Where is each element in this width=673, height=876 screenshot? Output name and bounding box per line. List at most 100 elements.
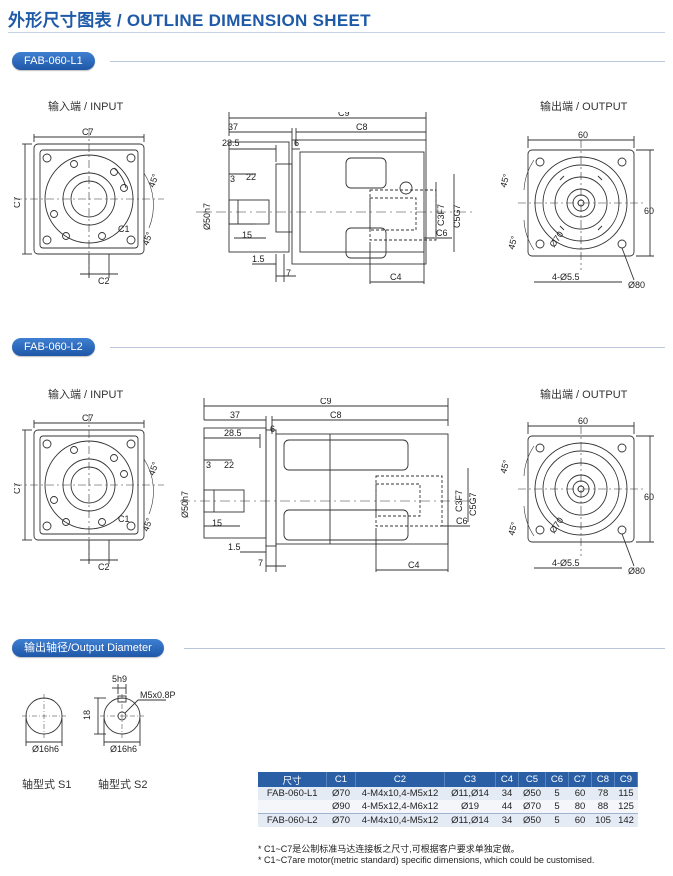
dim-c4: C4 [408,560,420,570]
dim-c6: C6 [456,516,468,526]
table-cell: Ø70 [518,800,546,814]
angle-45-a: 45° [146,460,160,477]
section-divider [184,648,665,649]
col-header: C2 [355,772,445,787]
dim-37: 37 [228,122,238,132]
dim-6: 6 [270,424,275,434]
table-cell: 60 [568,787,592,800]
table-cell: Ø90 [326,800,356,814]
table-cell: 5 [545,800,569,814]
col-header: C6 [545,772,569,787]
section-tab-l2: FAB-060-L2 [12,338,95,356]
col-header: C8 [591,772,615,787]
table-cell: Ø19 [444,800,496,814]
section-tab-l1: FAB-060-L1 [12,52,95,70]
dim-c7-v: C7 [14,196,22,208]
dim-c9: C9 [338,112,350,118]
table-cell: 44 [495,800,519,814]
table-cell: Ø11,Ø14 [444,787,496,800]
table-cell: 34 [495,813,519,827]
dim-50h7: Ø50h7 [180,491,190,518]
dim-3: 3 [230,174,235,184]
dim-3: 3 [206,460,211,470]
table-cell: 115 [614,787,638,800]
dim-80: Ø80 [628,280,645,290]
angle-45-c: 45° [498,458,511,474]
dim-c6: C6 [436,228,448,238]
col-header: C5 [518,772,546,787]
shaft-s2-height: 18 [82,710,92,720]
dim-4-5-5: 4-Ø5.5 [552,558,580,568]
section-divider [110,347,665,348]
col-header: C1 [326,772,356,787]
shaft-drawings: Ø16h6 Ø16h6 18 5h9 M5x0.8P [22,674,176,754]
dim-15: 15 [242,230,252,240]
dim-80: Ø80 [628,566,645,576]
input-view-label: 输入端 / INPUT [48,389,124,401]
dim-28-5: 28.5 [224,428,242,438]
table-cell: Ø70 [326,787,356,800]
dim-4-5-5: 4-Ø5.5 [552,272,580,282]
dim-22: 22 [224,460,234,470]
side-view-drawing-l2: C9 37 C8 28.5 6 3 22 15 1.5 7 C4 C6 Ø50h… [180,398,480,572]
side-view-drawing-l1: C9 37 C8 28.5 6 3 22 15 1.5 7 C4 C6 Ø50h… [196,112,472,284]
table-cell: Ø50 [518,813,546,827]
dim-c8: C8 [330,410,342,420]
input-flange-drawing-l1: C7 C7 C1 C2 45° 45° [14,128,164,286]
note-chinese: * C1~C7是公制标准马达连接板之尺寸,可根据客户要求单独定做。 [258,844,520,854]
dim-60-h: 60 [578,130,588,140]
table-row: FAB-060-L2 Ø70 4-M4x10,4-M5x12 Ø11,Ø14 3… [258,813,638,827]
dim-6: 6 [294,138,299,148]
angle-45-c: 45° [498,172,511,188]
table-cell: 60 [568,813,592,827]
col-header: 尺寸 [258,772,327,787]
dim-70: Ø70 [547,515,565,535]
dim-c7-v: C7 [14,482,22,494]
dim-c2: C2 [98,276,110,286]
dim-28-5: 28.5 [222,138,240,148]
shaft-s1-dia: Ø16h6 [32,744,59,754]
shaft-s1-label: 轴型式 S1 [22,779,72,791]
table-cell: 80 [568,800,592,814]
table-row: FAB-060-L1 Ø70 4-M4x10,4-M5x12 Ø11,Ø14 3… [258,787,638,800]
col-header: C9 [614,772,638,787]
dim-c5g7: C5G7 [468,492,478,516]
table-cell: 5 [545,787,569,800]
table-cell: 4-M4x10,4-M5x12 [355,813,445,827]
dim-c3f7: C3F7 [454,490,464,512]
dim-7: 7 [258,558,263,568]
spec-table: 尺寸 C1 C2 C3 C4 C5 C6 C7 C8 C9 FAB-060-L1… [258,772,638,827]
shaft-s2-key: 5h9 [112,674,127,684]
angle-45-b: 45° [140,230,154,247]
table-cell: 4-M4x10,4-M5x12 [355,787,445,800]
table-cell [258,800,327,814]
dim-c7-h: C7 [82,414,94,423]
dim-22: 22 [246,172,256,182]
output-view-label: 输出端 / OUTPUT [540,389,628,401]
table-cell: 88 [591,800,615,814]
section-divider [110,61,665,62]
output-flange-drawing-l1: 60 60 Ø70 4-Ø5.5 Ø80 45° 45° [498,130,654,290]
title-divider [8,32,665,33]
dim-1-5: 1.5 [252,254,265,264]
col-header: C3 [444,772,496,787]
angle-45-d: 45° [506,520,519,536]
angle-45-a: 45° [146,172,160,189]
table-cell: Ø50 [518,787,546,800]
col-header: C7 [568,772,592,787]
dim-7: 7 [286,268,291,278]
table-cell: 142 [614,813,638,827]
dim-60-h: 60 [578,416,588,426]
table-header-row: 尺寸 C1 C2 C3 C4 C5 C6 C7 C8 C9 [258,772,638,787]
shaft-s2-label: 轴型式 S2 [98,779,148,791]
note-english: * C1~C7are motor(metric standard) specif… [258,855,595,865]
col-header: C4 [495,772,519,787]
dim-c1: C1 [118,224,130,234]
table-cell: Ø70 [326,813,356,827]
output-view-label: 输出端 / OUTPUT [540,101,628,113]
table-cell: 125 [614,800,638,814]
table-row: Ø90 4-M5x12,4-M6x12 Ø19 44 Ø70 5 80 88 1… [258,800,638,814]
shaft-s2-thread: M5x0.8P [140,690,176,700]
dim-c2: C2 [98,562,110,572]
dim-1-5: 1.5 [228,542,241,552]
